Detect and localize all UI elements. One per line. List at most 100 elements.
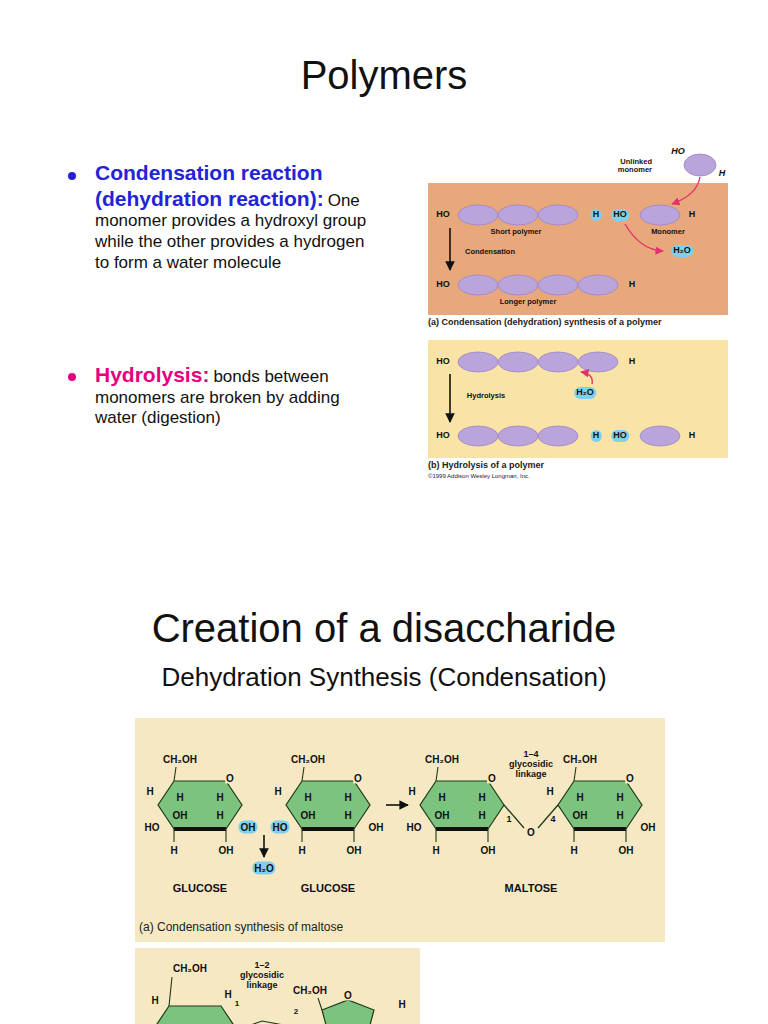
chem-label: HO bbox=[271, 821, 290, 834]
chem-label: Condensation bbox=[465, 248, 515, 256]
chem-label: CH₂OH bbox=[173, 963, 207, 974]
chem-label: 4 bbox=[550, 815, 555, 825]
chem-label: H bbox=[629, 280, 636, 290]
chem-label: CH₂OH bbox=[563, 754, 597, 765]
chem-label: OH bbox=[573, 810, 588, 821]
chem-label: 1 bbox=[235, 1000, 239, 1009]
chem-label: O bbox=[225, 773, 235, 784]
glucose-ring bbox=[558, 767, 642, 842]
bullet-item: Hydrolysis:bonds between monomers are br… bbox=[95, 362, 380, 429]
slide-title: Polymers bbox=[301, 53, 468, 97]
figure-caption: (a) Condensation synthesis of maltose bbox=[139, 920, 343, 934]
bullet-dot bbox=[68, 373, 76, 381]
chem-label: H bbox=[576, 792, 583, 803]
chem-label: OH bbox=[435, 810, 450, 821]
chem-label: OH bbox=[641, 822, 656, 833]
chem-label: H bbox=[591, 209, 602, 221]
chem-label: H bbox=[344, 792, 351, 803]
monomer-bead bbox=[498, 275, 538, 295]
chem-label: OH bbox=[301, 810, 316, 821]
chem-label: HO bbox=[407, 822, 422, 833]
chem-label: HO bbox=[436, 431, 450, 441]
chem-label: H bbox=[432, 845, 439, 856]
chem-label: MALTOSE bbox=[505, 882, 558, 894]
chem-label: H bbox=[274, 786, 281, 797]
reaction-arrow bbox=[581, 372, 592, 384]
bullet-item: Condensation reaction (dehydration react… bbox=[95, 160, 380, 274]
chem-label: HO bbox=[436, 210, 450, 220]
chem-label: Monomer bbox=[651, 228, 685, 236]
chem-label: 1–4 glycosidic linkage bbox=[504, 750, 558, 780]
glucose-ring bbox=[286, 767, 370, 842]
chem-label: HO bbox=[145, 822, 160, 833]
monomer-bead bbox=[458, 275, 498, 295]
chem-label: H₂O bbox=[671, 245, 693, 257]
chem-label: H bbox=[224, 989, 231, 1000]
chem-label: OH bbox=[481, 845, 496, 856]
monomer-bead bbox=[538, 275, 578, 295]
chem-label: H bbox=[216, 792, 223, 803]
monomer-bead bbox=[498, 352, 538, 372]
monomer-bead bbox=[538, 426, 578, 446]
figure-caption: (a) Condensation (dehydration) synthesis… bbox=[428, 317, 662, 327]
chem-label: H bbox=[478, 810, 485, 821]
chem-label: 1–2 glycosidic linkage bbox=[232, 961, 292, 991]
chem-label: H bbox=[216, 810, 223, 821]
chem-label: H bbox=[304, 792, 311, 803]
monomer-bead bbox=[684, 154, 716, 176]
chem-label: H bbox=[616, 810, 623, 821]
chem-label: H bbox=[570, 845, 577, 856]
chem-label: H bbox=[298, 845, 305, 856]
chem-label: Short polymer bbox=[491, 228, 542, 236]
chem-label: 1 bbox=[506, 815, 511, 825]
chem-label: Unlinked monomer bbox=[612, 158, 652, 175]
chem-label: O bbox=[526, 827, 536, 838]
chem-label: H bbox=[438, 792, 445, 803]
chem-label: O bbox=[353, 773, 363, 784]
slide-heading: Creation of a disaccharide bbox=[152, 606, 617, 650]
chem-label: OH bbox=[239, 821, 258, 834]
reaction-arrow bbox=[386, 804, 408, 806]
chem-label: CH₂OH bbox=[291, 754, 325, 765]
monomer-bead bbox=[458, 352, 498, 372]
chem-label: H bbox=[719, 169, 726, 179]
chem-label: H bbox=[344, 810, 351, 821]
chem-label: H bbox=[408, 786, 415, 797]
figure-caption: ©1999 Addison Wesley Longman, Inc. bbox=[428, 473, 530, 479]
chem-label: H bbox=[151, 995, 158, 1006]
monomer-bead bbox=[498, 426, 538, 446]
term-heading: Hydrolysis: bbox=[95, 363, 209, 386]
chem-label: H bbox=[170, 845, 177, 856]
glucose-ring bbox=[158, 767, 242, 842]
chem-label: CH₂OH bbox=[293, 985, 327, 996]
chem-label: HO bbox=[436, 357, 450, 367]
monomer-bead bbox=[538, 205, 578, 225]
monomer-bead bbox=[458, 426, 498, 446]
chem-label: CH₂OH bbox=[163, 754, 197, 765]
chem-label: OH bbox=[173, 810, 188, 821]
chem-label: Hydrolysis bbox=[467, 392, 505, 400]
chem-label: GLUCOSE bbox=[301, 882, 355, 894]
chem-label: OH bbox=[369, 822, 384, 833]
chem-label: H bbox=[146, 786, 153, 797]
glucose-ring bbox=[420, 767, 504, 842]
chem-label: H bbox=[176, 792, 183, 803]
reaction-arrow bbox=[449, 374, 451, 422]
chem-label: O bbox=[487, 773, 497, 784]
chem-label: OH bbox=[619, 845, 634, 856]
monomer-bead bbox=[640, 426, 680, 446]
chem-label: H bbox=[478, 792, 485, 803]
reaction-arrow bbox=[449, 228, 451, 270]
reaction-arrow bbox=[672, 177, 700, 204]
reaction-arrow bbox=[263, 835, 265, 857]
term-heading: Condensation reaction (dehydration react… bbox=[95, 161, 324, 210]
monomer-bead bbox=[578, 275, 618, 295]
monomer-bead bbox=[458, 205, 498, 225]
monomer-bead bbox=[640, 205, 680, 225]
slide-heading: Dehydration Synthesis (Condensation) bbox=[161, 663, 606, 692]
chem-label: H bbox=[546, 786, 553, 797]
chem-label: Longer polymer bbox=[500, 298, 557, 306]
figure-caption: (b) Hydrolysis of a polymer bbox=[428, 460, 544, 470]
chem-label: HO bbox=[611, 430, 629, 442]
